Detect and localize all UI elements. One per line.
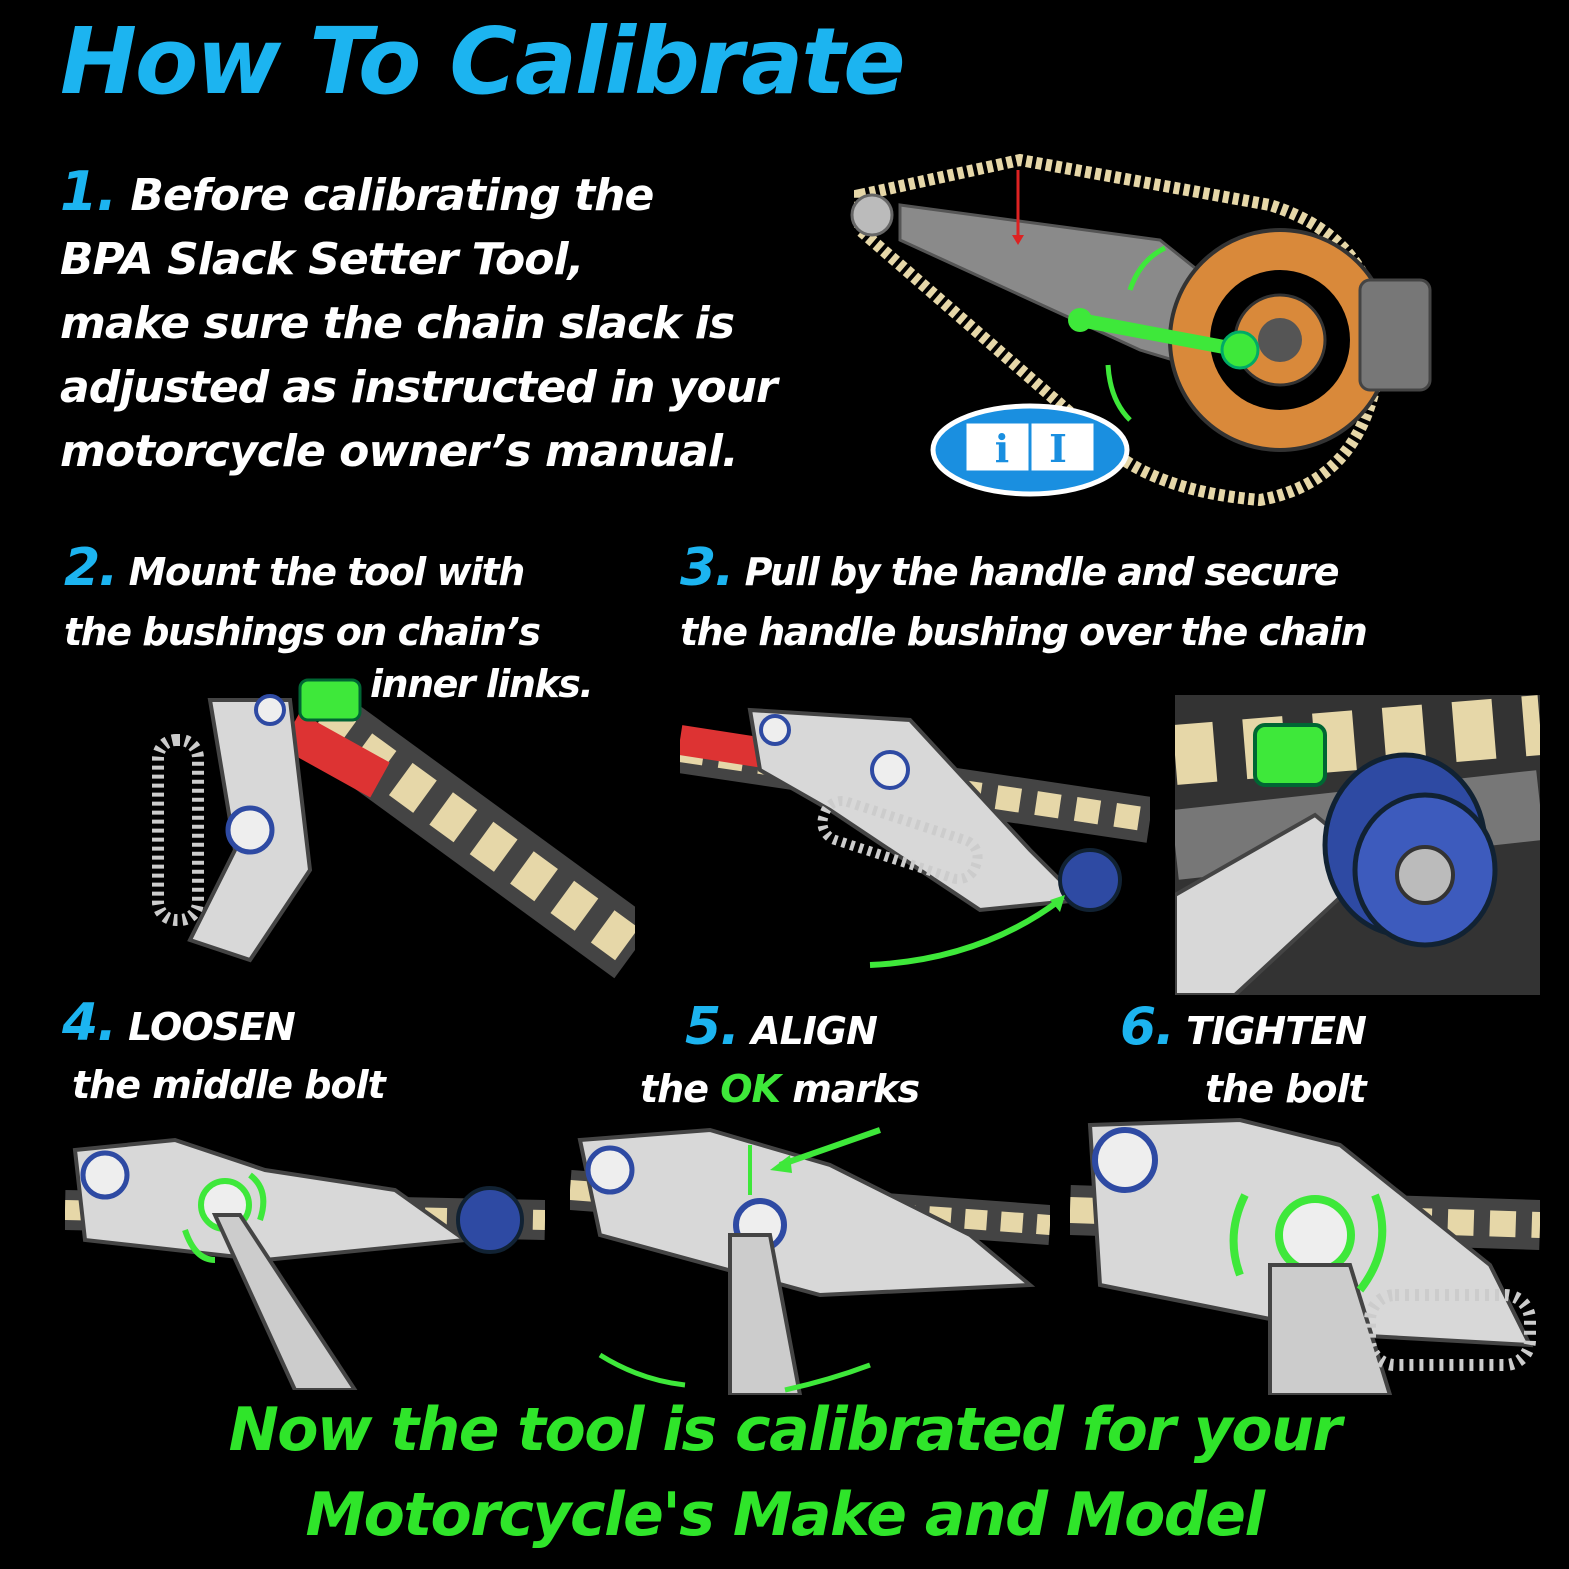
step-1-illustration	[850, 153, 1432, 507]
chain	[280, 691, 635, 979]
owner-manual-icon: i I	[930, 403, 1130, 497]
step-2-line-1: Mount the tool with	[128, 550, 526, 594]
wrench	[1268, 1263, 1393, 1395]
step-4-line-2: the middle bolt	[72, 1063, 386, 1107]
step-6-line-2: the bolt	[1205, 1067, 1367, 1111]
step-4-illustration	[65, 1137, 545, 1390]
tighten-arrow-icon	[1229, 1193, 1249, 1277]
step-5-illustration	[570, 1127, 1050, 1395]
step-1-line-4: adjusted as instructed in your	[60, 362, 778, 413]
ok-mark-label: OK	[720, 1067, 781, 1111]
step-4-text: 4. LOOSEN the middle bolt	[62, 993, 386, 1114]
step-1-text: 1. Before calibrating the BPA Slack Sett…	[60, 160, 778, 484]
step-3-illustration	[680, 707, 1150, 968]
loosen-arrow-icon	[248, 1172, 267, 1221]
page-title: How To Calibrate	[60, 8, 906, 115]
step-2-illustration	[152, 678, 635, 979]
spring	[152, 734, 204, 926]
footer-line-1: Now the tool is calibrated for your	[228, 1395, 1342, 1465]
step-1-number: 1.	[60, 160, 117, 223]
step-3-line-2: the handle bushing over the chain	[680, 610, 1368, 654]
step-1-line-2: BPA Slack Setter Tool,	[60, 234, 584, 285]
step-5-text: 5. ALIGN the OK marks	[640, 997, 920, 1118]
rear-sprocket	[1168, 228, 1392, 452]
step-1-line-5: motorcycle owner’s manual.	[60, 426, 739, 477]
svg-text:I: I	[1049, 426, 1067, 471]
footer-line-2: Motorcycle's Make and Model	[305, 1480, 1265, 1550]
step-4-number: 4.	[62, 993, 117, 1053]
step-3-text: 3. Pull by the handle and secure the han…	[680, 538, 1368, 662]
step-2-line-2: the bushings on chain’s	[64, 610, 541, 654]
step-2-line-3: inner links.	[370, 662, 594, 706]
handle-bushing	[1058, 848, 1122, 912]
step-3-closeup	[1175, 695, 1540, 995]
step-5-line-1: ALIGN	[751, 1009, 878, 1053]
align-arrow-icon	[779, 1127, 881, 1168]
step-1-line-3: make sure the chain slack is	[60, 298, 735, 349]
step-1-line-1: Before calibrating the	[130, 170, 654, 221]
step-6-number: 6.	[1120, 997, 1175, 1057]
step-2-text: 2. Mount the tool with the bushings on c…	[64, 538, 541, 662]
pull-arrow-icon	[869, 897, 1062, 968]
step-6-text: 6. TIGHTEN the bolt	[1120, 997, 1367, 1118]
wrench-icon	[1068, 308, 1260, 370]
wrench	[211, 1213, 358, 1390]
step-5-line-2-pre: the	[640, 1067, 721, 1111]
step-6-line-1: TIGHTEN	[1186, 1009, 1367, 1053]
green-bushing	[298, 678, 362, 722]
step-6-illustration	[1070, 1117, 1540, 1395]
step-5-number: 5.	[685, 997, 740, 1057]
step-3-line-1: Pull by the handle and secure	[744, 550, 1340, 594]
step-4-line-1: LOOSEN	[128, 1005, 296, 1049]
step-2-number: 2.	[64, 538, 118, 598]
svg-text:i: i	[995, 426, 1009, 471]
step-3-number: 3.	[680, 538, 734, 598]
step-5-line-2-post: marks	[779, 1067, 920, 1111]
rotate-arrow-icon	[1127, 245, 1167, 291]
front-sprocket	[850, 193, 894, 237]
